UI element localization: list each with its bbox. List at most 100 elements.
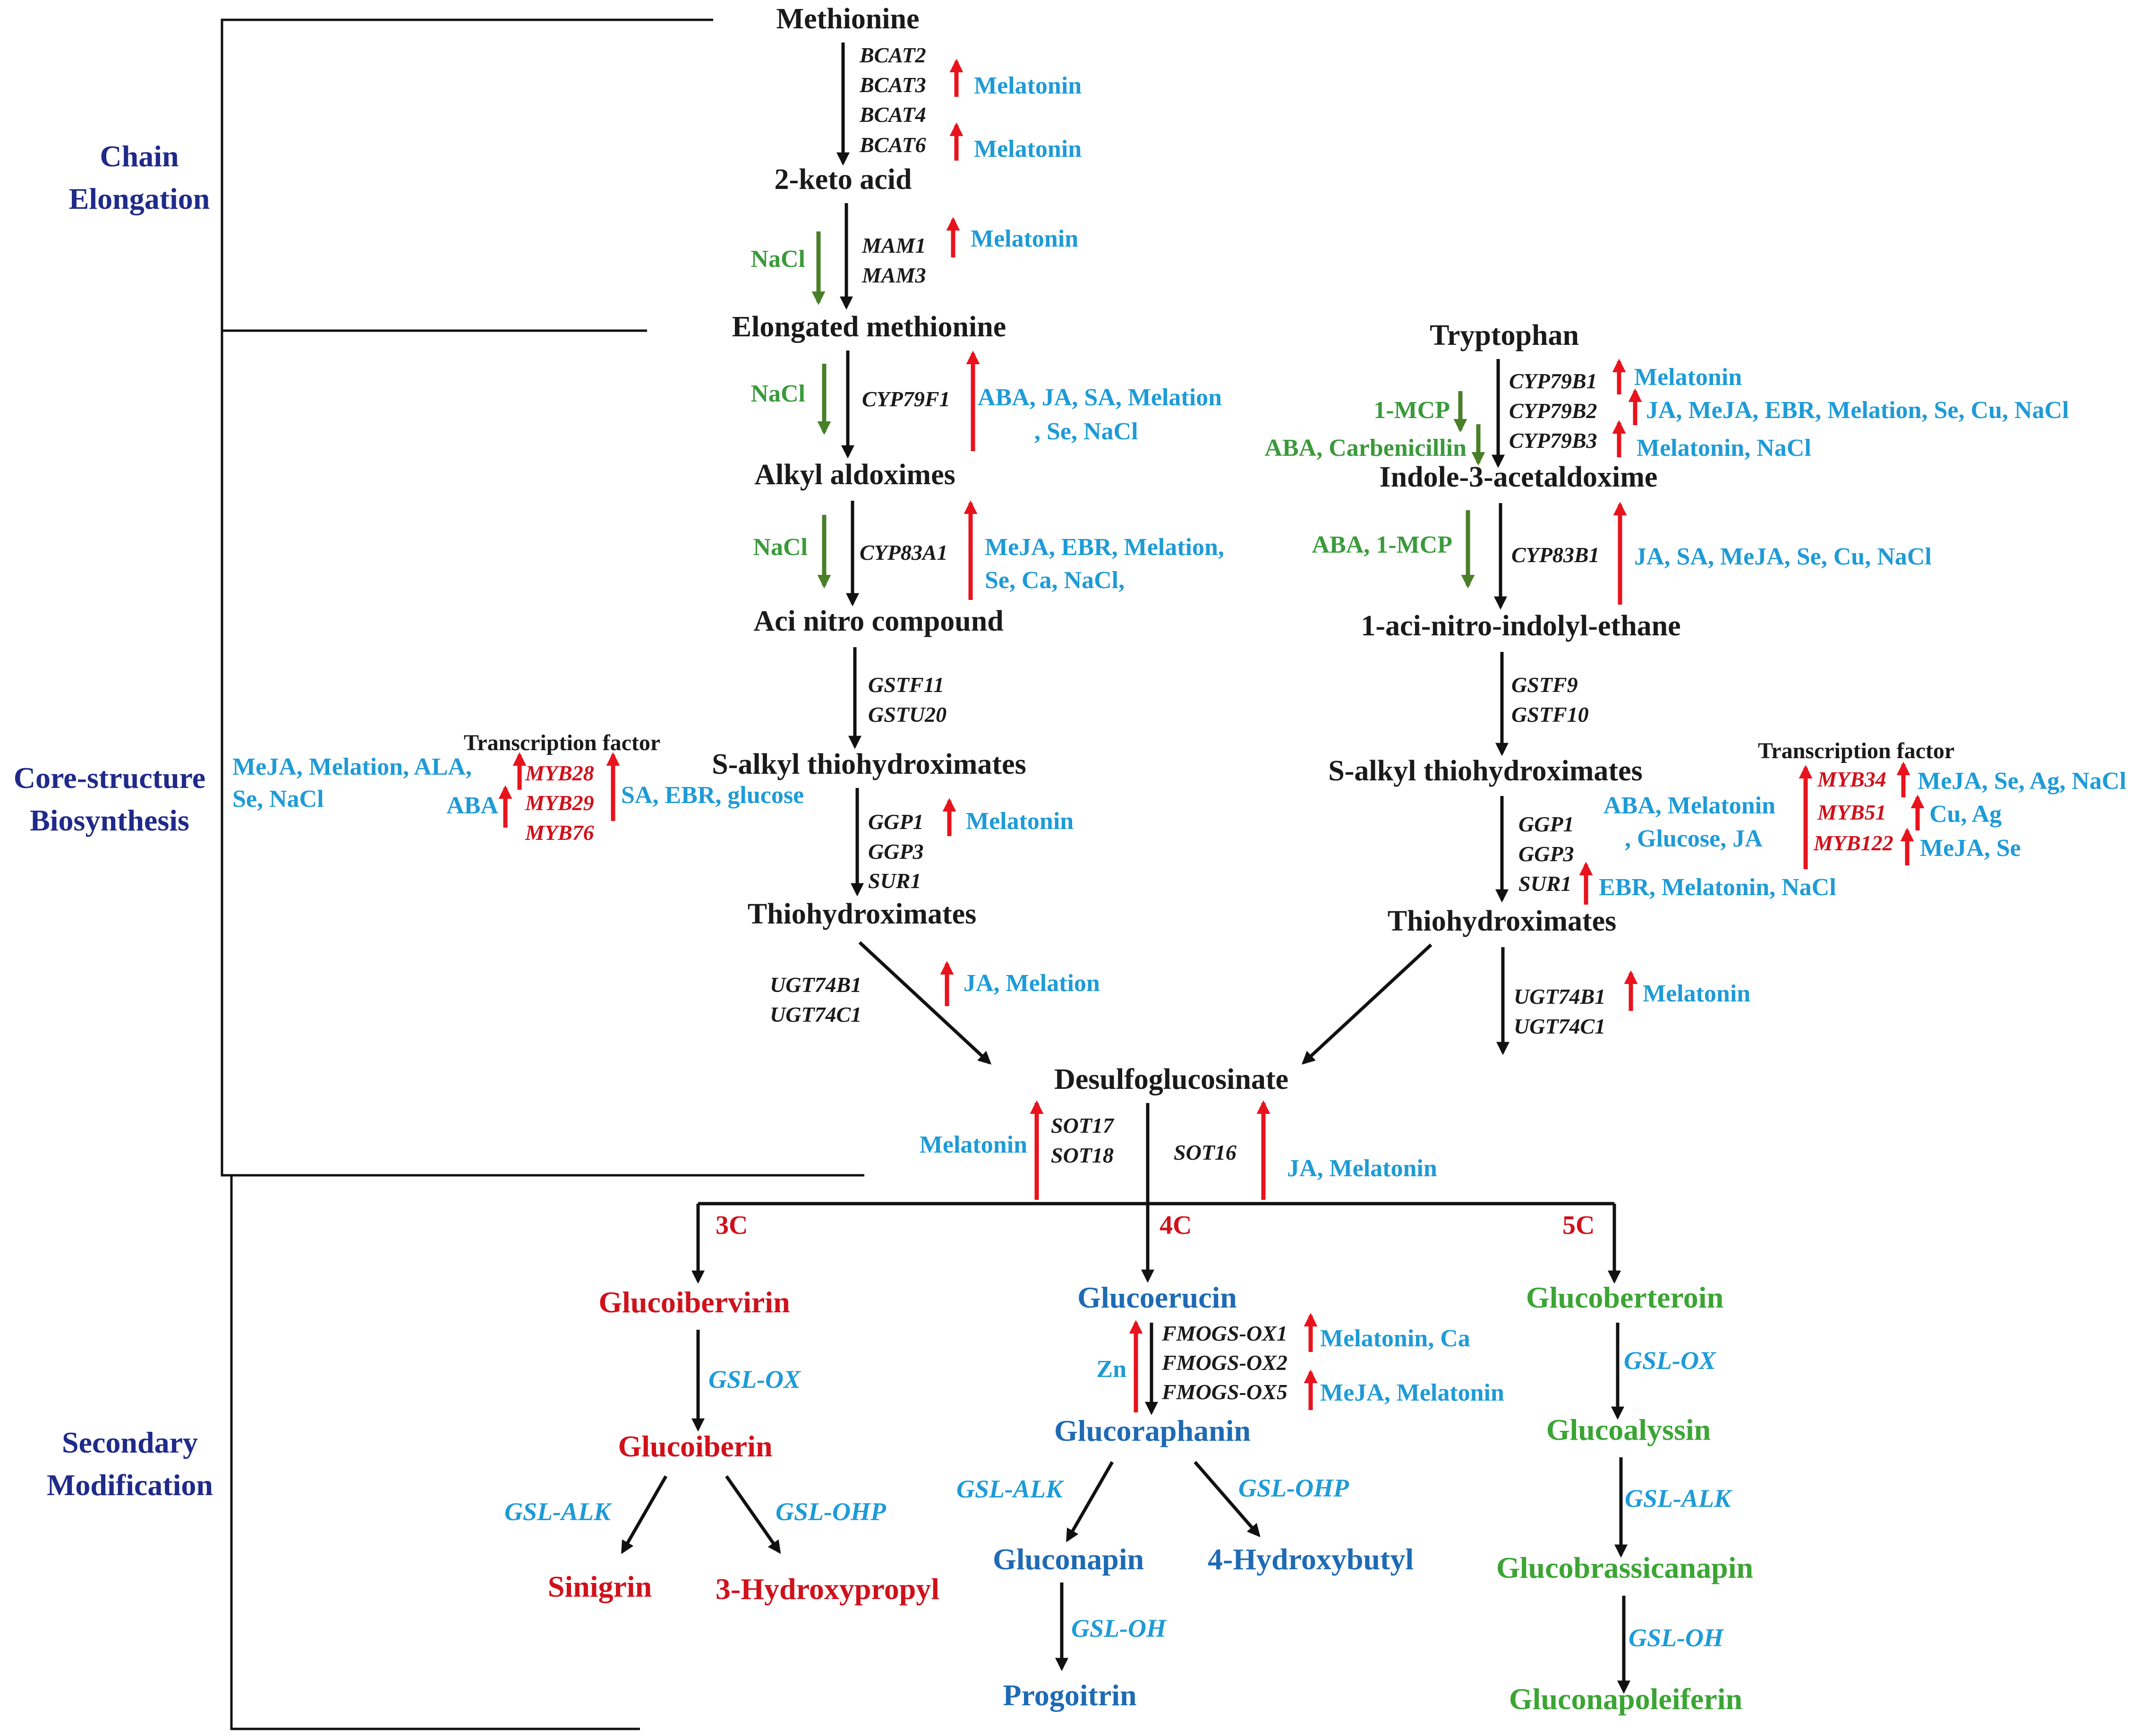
tf-myb28: MYB28	[525, 761, 594, 785]
product-glucoibervirin: Glucoibervirin	[598, 1285, 790, 1319]
gene-gsl-oh-5c: GSL-OH	[1629, 1624, 1724, 1652]
gene-gstf11: GSTF11	[868, 673, 944, 697]
regulator-ggp1-left: Melatonin	[966, 808, 1074, 835]
regulator-cyp79f1-line1: ABA, JA, SA, Melation	[978, 384, 1222, 411]
gene-gsl-ox-3c: GSL-OX	[708, 1365, 802, 1394]
gene-ggp3-left: GGP3	[868, 839, 924, 864]
bracket-core-structure	[221, 331, 864, 1177]
gene-fmogs-ox2: FMOGS-OX2	[1161, 1351, 1288, 1375]
regulator-sur1-right: EBR, Melatonin, NaCl	[1599, 874, 1836, 901]
product-glucoalyssin: Glucoalyssin	[1546, 1413, 1711, 1446]
stage-label-chain-2: Elongation	[69, 182, 210, 215]
gene-cyp79b3: CYP79B3	[1509, 428, 1597, 453]
regulator-bcat3: Melatonin	[974, 72, 1082, 99]
gene-mam1: MAM1	[861, 233, 926, 257]
gene-gstf10: GSTF10	[1511, 702, 1589, 727]
gene-sot18: SOT18	[1051, 1143, 1114, 1167]
regulator-bcat6: Melatonin	[974, 136, 1082, 162]
product-glucoiberin: Glucoiberin	[618, 1429, 772, 1463]
tf-aba-regulator: ABA	[446, 792, 498, 819]
bracket-chain-elongation	[221, 18, 713, 332]
gene-sot16: SOT16	[1174, 1140, 1237, 1164]
gene-ggp3-right: GGP3	[1518, 842, 1574, 866]
gene-bcat6: BCAT6	[859, 133, 926, 157]
gene-ugt74b1-right: UGT74B1	[1514, 984, 1605, 1009]
gene-fmogs-ox5: FMOGS-OX5	[1161, 1380, 1288, 1404]
product-glucoberteroin: Glucoberteroin	[1526, 1281, 1723, 1314]
tf-title-left: Transcription factor	[464, 730, 660, 755]
gene-bcat3: BCAT3	[859, 73, 926, 97]
gene-gsl-ohp-3c: GSL-OHP	[776, 1497, 887, 1526]
gene-mam3: MAM3	[861, 263, 926, 287]
arrow-glucoraphanin-to-gluconapin	[1066, 1461, 1114, 1542]
regulator-mam1: Melatonin	[971, 225, 1078, 252]
branch-label-4c: 4C	[1160, 1211, 1192, 1240]
stage-label-chain-1: Chain	[100, 139, 179, 173]
gene-gsl-oh-4c: GSL-OH	[1071, 1614, 1167, 1642]
product-sinigrin: Sinigrin	[548, 1570, 652, 1603]
regulator-cyp83b1: JA, SA, MeJA, Se, Cu, NaCl	[1634, 543, 1932, 570]
metabolite-indole-3-acetaldoxime: Indole-3-acetaldoxime	[1380, 461, 1658, 493]
metabolite-s-alkyl-thiohydroximates-right: S-alkyl thiohydroximates	[1328, 755, 1642, 787]
arrow-glucoiberin-to-hydroxypropyl	[725, 1475, 781, 1554]
stage-label-core-2: Biosynthesis	[30, 804, 189, 837]
regulator-ggp-right-line2: , Glucose, JA	[1625, 825, 1763, 852]
tf-myb29: MYB29	[525, 791, 594, 815]
metabolite-aci-nitro-indolyl-ethane: 1-aci-nitro-indolyl-ethane	[1361, 610, 1680, 642]
gene-cyp79b1: CYP79B1	[1509, 369, 1597, 393]
gene-ugt74c1-right: UGT74C1	[1514, 1014, 1605, 1038]
metabolite-methionine: Methionine	[776, 3, 919, 35]
product-glucobrassicanapin: Glucobrassicanapin	[1496, 1551, 1753, 1584]
gene-bcat4: BCAT4	[859, 103, 926, 127]
gene-sur1-left: SUR1	[868, 869, 921, 893]
regulator-myb34: MeJA, Se, Ag, NaCl	[1918, 768, 2126, 795]
gene-gstu20: GSTU20	[868, 702, 947, 727]
gene-cyp79b2: CYP79B2	[1509, 399, 1597, 423]
regulator-ugt-left: JA, Melation	[964, 970, 1100, 997]
stage-label-secondary-2: Modification	[47, 1468, 213, 1502]
gene-cyp83a1: CYP83A1	[860, 540, 948, 564]
arrow-glucoiberin-to-sinigrin	[621, 1475, 668, 1554]
stage-label-secondary-1: Secondary	[62, 1426, 198, 1459]
regulator-fmogs-ox5: MeJA, Melatonin	[1320, 1379, 1504, 1406]
metabolite-2-keto-acid: 2-keto acid	[774, 163, 912, 196]
metabolite-s-alkyl-thiohydroximates-left: S-alkyl thiohydroximates	[712, 748, 1026, 780]
regulator-ggp-right-line1: ABA, Melatonin	[1603, 792, 1775, 819]
regulator-cyp79b2: JA, MeJA, EBR, Melation, Se, Cu, NaCl	[1646, 397, 2069, 424]
metabolite-desulfoglucosinate: Desulfoglucosinate	[1054, 1063, 1288, 1095]
stage-brackets	[221, 18, 864, 1730]
branch-label-3c: 3C	[716, 1211, 748, 1240]
gene-cyp83b1: CYP83B1	[1511, 543, 1600, 567]
gene-cyp79f1: CYP79F1	[862, 387, 950, 411]
gene-gsl-alk-3c: GSL-ALK	[504, 1497, 613, 1526]
product-3-hydroxypropyl: 3-Hydroxypropyl	[716, 1572, 939, 1606]
gene-ugt74c1-left: UGT74C1	[770, 1002, 861, 1026]
regulator-ugt-right: Melatonin	[1643, 980, 1750, 1007]
regulator-cyp79b3: Melatonin, NaCl	[1637, 435, 1811, 462]
gene-sur1-right: SUR1	[1518, 872, 1571, 896]
metabolite-elongated-methionine: Elongated methionine	[732, 311, 1006, 343]
tf-right-regulators: SA, EBR, glucose	[621, 782, 804, 809]
product-4-hydroxybutyl: 4-Hydroxybutyl	[1208, 1542, 1414, 1576]
regulator-zn: Zn	[1096, 1356, 1126, 1383]
tf-myb51: MYB51	[1817, 800, 1886, 824]
metabolite-aci-nitro-compound: Aci nitro compound	[753, 605, 1003, 637]
product-glucoraphanin: Glucoraphanin	[1054, 1414, 1251, 1447]
product-gluconapoleiferin: Gluconapoleiferin	[1509, 1682, 1742, 1716]
down-regulator-aba-carbenicillin: ABA, Carbenicillin	[1264, 435, 1467, 462]
regulator-cyp79f1-line2: , Se, NaCl	[1034, 418, 1138, 445]
regulator-cyp83a1-line1: MeJA, EBR, Melation,	[985, 534, 1224, 561]
regulator-myb122: MeJA, Se	[1920, 835, 2021, 862]
regulator-sot16: JA, Melatonin	[1287, 1155, 1437, 1182]
gene-ggp1-left: GGP1	[868, 810, 924, 834]
gene-gsl-ox-5c: GSL-OX	[1624, 1346, 1717, 1375]
gene-gsl-ohp-4c: GSL-OHP	[1238, 1474, 1349, 1502]
gene-ggp1-right: GGP1	[1518, 812, 1574, 836]
branch-label-5c: 5C	[1562, 1211, 1595, 1240]
down-regulator-cyp83a1: NaCl	[753, 534, 808, 561]
gene-gstf9: GSTF9	[1511, 673, 1578, 697]
regulator-sot17-sot18: Melatonin	[920, 1131, 1027, 1158]
stage-label-core-1: Core-structure	[14, 761, 205, 795]
metabolite-alkyl-aldoximes: Alkyl aldoximes	[754, 459, 955, 491]
product-glucoerucin: Glucoerucin	[1077, 1281, 1237, 1314]
